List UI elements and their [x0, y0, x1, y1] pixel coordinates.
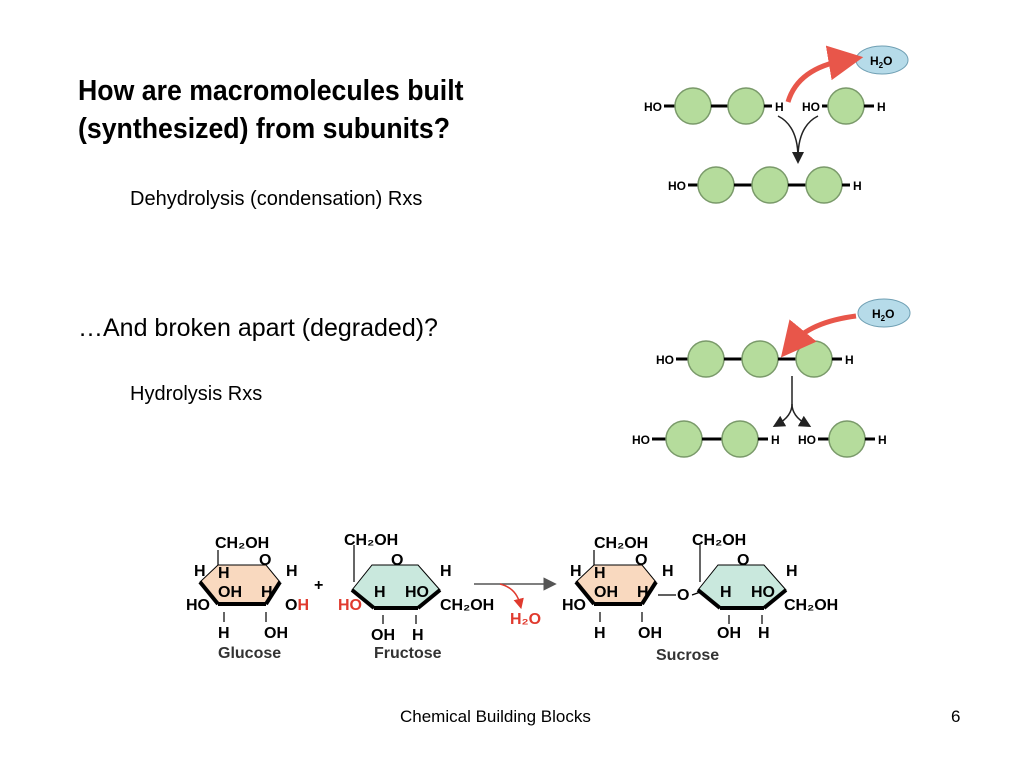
water-h: H — [872, 307, 881, 321]
glucose-h: H — [218, 625, 230, 642]
sucrose-h: H — [758, 625, 770, 642]
water-bubble — [857, 298, 911, 328]
water-product: H₂O — [510, 611, 541, 628]
fructose-label: Fructose — [374, 645, 442, 662]
sucrose-ch2oh: CH₂OH — [784, 597, 838, 614]
water-subscript: 2 — [879, 61, 884, 70]
fructose-ch2oh: CH₂OH — [440, 597, 494, 614]
dehydrolysis-label: Dehydrolysis (condensation) Rxs — [130, 188, 423, 210]
glycosidic-o: O — [677, 587, 689, 604]
sucrose-h: H — [720, 584, 732, 601]
footer-text: Chemical Building Blocks — [400, 707, 591, 726]
sucrose-ch2oh: CH₂OH — [594, 535, 648, 552]
ho-label: HO — [802, 100, 820, 114]
glucose-oh-reactive: OH — [285, 597, 309, 614]
slide-title: How are macromolecules built (synthesize… — [78, 72, 556, 148]
h-label: H — [853, 179, 862, 193]
subunit-circle — [828, 420, 866, 458]
split-arrow-right — [791, 403, 812, 427]
subunit-circle — [741, 340, 779, 378]
h-label: H — [845, 353, 854, 367]
water-h: H — [870, 54, 879, 68]
glucose-oh: OH — [264, 625, 288, 642]
red-arrow-in — [780, 313, 857, 358]
page-number: 6 — [951, 707, 961, 726]
fructose-ho-reactive: HO — [338, 597, 362, 614]
subunit-circle — [721, 420, 759, 458]
subunit-circle — [751, 166, 789, 204]
fructose-h: H — [374, 584, 386, 601]
glucose-ring-o: O — [259, 552, 271, 569]
merge-arrow — [792, 115, 819, 164]
fructose-h: H — [440, 563, 452, 580]
glucose-h: H — [261, 584, 273, 601]
sucrose-ho: HO — [562, 597, 586, 614]
title-line-2: (synthesized) from subunits? — [78, 113, 451, 145]
sucrose-oh: OH — [594, 584, 618, 601]
ho-label: HO — [632, 433, 650, 447]
ho-label: HO — [644, 100, 662, 114]
sucrose-ring-o: O — [737, 552, 749, 569]
water-release-arrow — [499, 583, 524, 610]
sucrose-ho: HO — [751, 584, 775, 601]
h-label: H — [771, 433, 780, 447]
red-arrow-out — [785, 45, 864, 103]
water-o: O — [885, 307, 894, 321]
fructose-h: H — [412, 627, 424, 644]
sucrose-h: H — [786, 563, 798, 580]
hydrolysis-label: Hydrolysis Rxs — [130, 383, 263, 405]
sucrose-h: H — [594, 565, 606, 582]
fructose-oh: OH — [371, 627, 395, 644]
hydrolysis-diagram: HO H H2O HO H HO H — [632, 298, 911, 458]
subunit-circle — [674, 87, 712, 125]
split-arrow-left — [772, 376, 793, 427]
sucrose-h: H — [662, 563, 674, 580]
fructose-ho: HO — [405, 584, 429, 601]
glucose-label: Glucose — [218, 645, 281, 662]
h-label: H — [878, 433, 887, 447]
sucrose-label: Sucrose — [656, 647, 719, 664]
subunit-circle — [805, 166, 843, 204]
h-label: H — [877, 100, 886, 114]
glucose-h: H — [286, 563, 298, 580]
sucrose-h: H — [594, 625, 606, 642]
svg-text:H2O: H2O — [870, 54, 892, 70]
degraded-heading: …And broken apart (degraded)? — [78, 314, 438, 342]
subunit-circle — [827, 87, 865, 125]
glucose-h: H — [218, 565, 230, 582]
merge-arrow-left — [777, 115, 799, 159]
glucose-oh: OH — [218, 584, 242, 601]
glucose-h: H — [194, 563, 206, 580]
subunit-circle — [697, 166, 735, 204]
plus-sign: + — [314, 577, 323, 594]
ho-label: HO — [656, 353, 674, 367]
fructose-ring-o: O — [391, 552, 403, 569]
subunit-circle — [687, 340, 725, 378]
glucose-ho: HO — [186, 597, 210, 614]
glucose-ch2oh: CH₂OH — [215, 535, 269, 552]
svg-text:H2O: H2O — [872, 307, 894, 323]
ho-label: HO — [668, 179, 686, 193]
water-o: O — [883, 54, 892, 68]
sucrose-ring-o: O — [635, 552, 647, 569]
dehydration-diagram: HO H HO H H2O HO H — [644, 45, 909, 204]
subunit-circle — [795, 340, 833, 378]
ho-label: HO — [798, 433, 816, 447]
subunit-circle — [665, 420, 703, 458]
water-subscript: 2 — [881, 314, 886, 323]
title-line-1: How are macromolecules built — [78, 75, 464, 107]
subunit-circle — [727, 87, 765, 125]
sucrose-oh: OH — [638, 625, 662, 642]
sucrose-oh: OH — [717, 625, 741, 642]
sucrose-h: H — [637, 584, 649, 601]
h-label: H — [775, 100, 784, 114]
sucrose-h: H — [570, 563, 582, 580]
sucrose-ch2oh: CH₂OH — [692, 532, 746, 549]
sucrose-synthesis-diagram: CH₂OH O H H H OH H HO OH H OH Glucose + … — [186, 532, 838, 664]
fructose-ch2oh: CH₂OH — [344, 532, 398, 549]
